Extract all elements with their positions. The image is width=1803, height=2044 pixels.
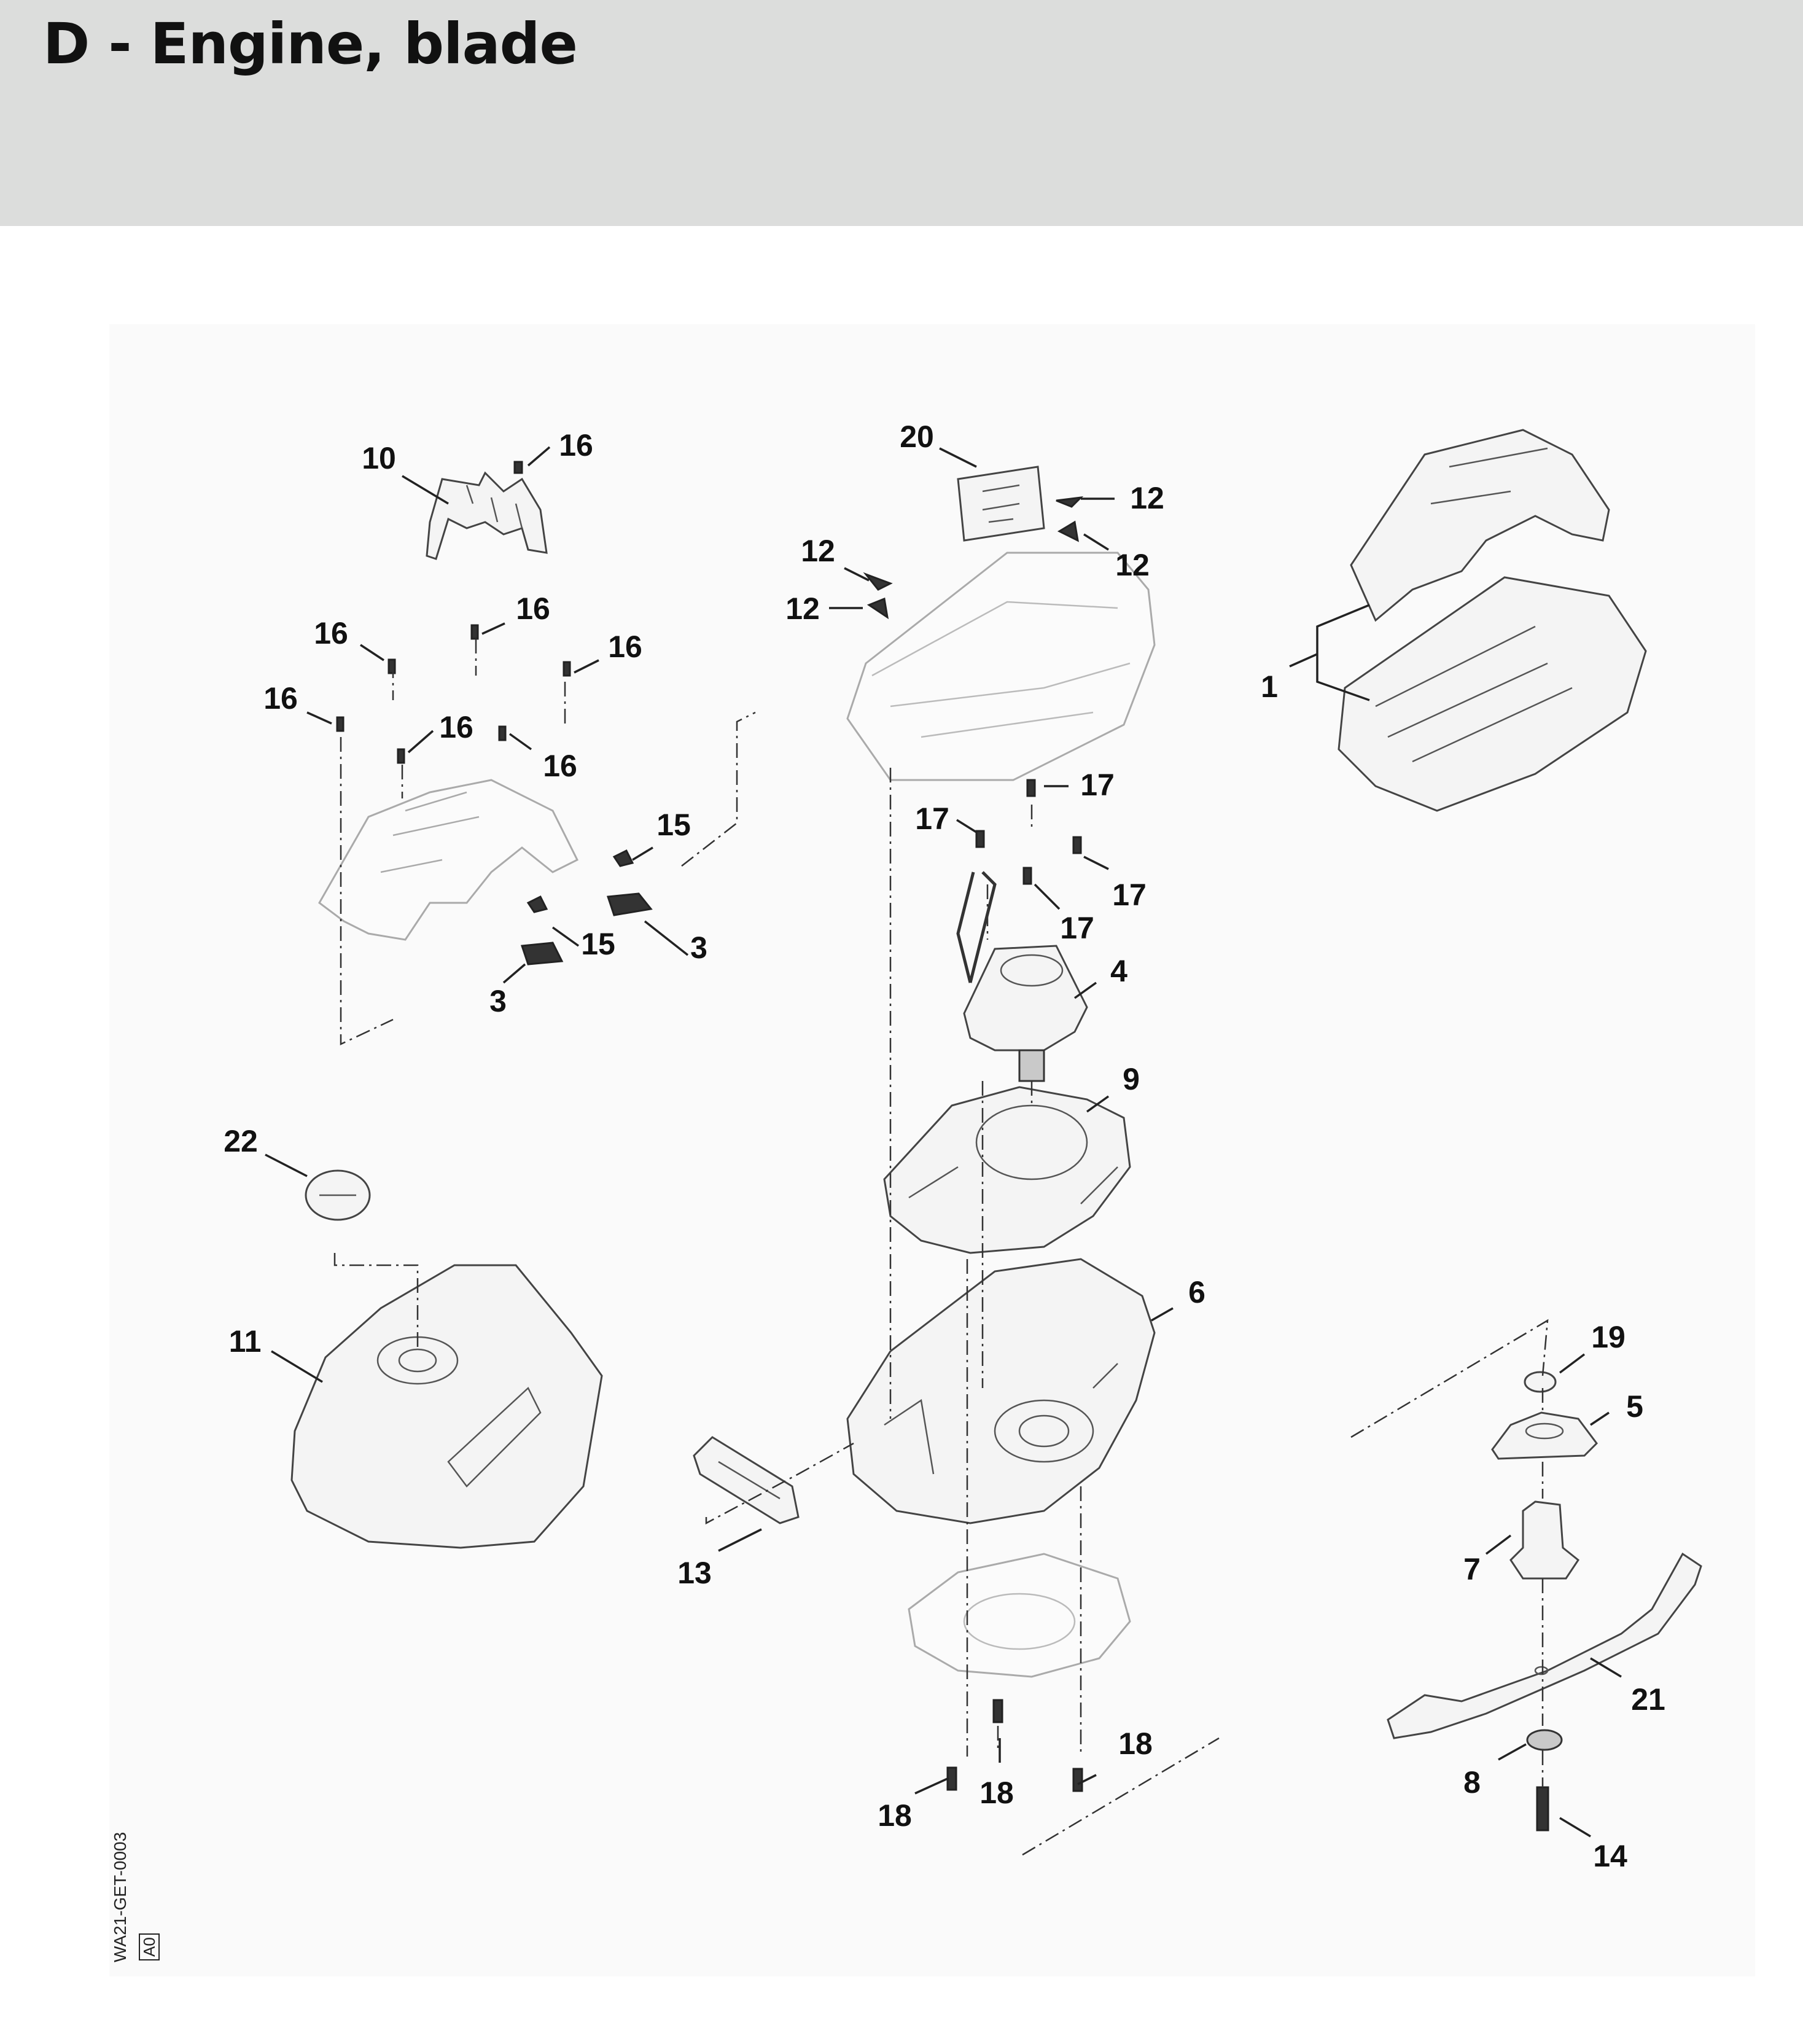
part-20-circuit-board <box>957 466 1045 542</box>
part-1-housing-assembly <box>1338 429 1647 812</box>
drawing-id: WA21-GET-0003 <box>111 1831 130 1962</box>
callout-8: 8 <box>1463 1765 1481 1800</box>
callout-12: 12 <box>1130 481 1164 515</box>
part-13-handle <box>693 1436 800 1524</box>
callout-6: 6 <box>1188 1275 1205 1309</box>
callout-21: 21 <box>1631 1682 1665 1717</box>
callout-16: 16 <box>263 681 298 716</box>
callout-16: 16 <box>516 591 550 626</box>
housing-top-cover-left <box>318 779 579 941</box>
part-9-motor-housing <box>883 1086 1131 1254</box>
callout-10: 10 <box>362 441 396 475</box>
callout-16: 16 <box>559 428 593 462</box>
part-4-motor <box>963 945 1088 1082</box>
page-title: D - Engine, blade <box>43 11 578 77</box>
part-11-hood <box>290 1264 603 1549</box>
callout-19: 19 <box>1591 1320 1626 1354</box>
callout-17: 17 <box>1060 911 1094 945</box>
part-10-cover-insert <box>426 471 548 560</box>
callout-14: 14 <box>1593 1839 1627 1873</box>
callout-11: 11 <box>228 1324 262 1359</box>
callout-7: 7 <box>1463 1552 1481 1586</box>
callout-12: 12 <box>1115 548 1150 582</box>
callout-18: 18 <box>979 1776 1014 1810</box>
callout-3: 3 <box>489 984 507 1018</box>
callout-15: 15 <box>581 927 615 961</box>
part-6-chassis <box>846 1258 1156 1524</box>
callout-15: 15 <box>656 808 691 842</box>
callout-16: 16 <box>543 749 577 783</box>
part-17-screws <box>975 779 1082 885</box>
callout-12: 12 <box>785 591 820 626</box>
drawing-revision: A0 <box>139 1933 160 1960</box>
callout-17: 17 <box>1080 768 1115 802</box>
part-21-blade <box>1387 1552 1702 1739</box>
callout-13: 13 <box>677 1556 712 1590</box>
part-12-clips <box>863 496 1084 620</box>
header-bar: D - Engine, blade <box>0 0 1803 226</box>
part-19-ring <box>1524 1371 1557 1393</box>
callout-1: 1 <box>1261 669 1278 704</box>
callout-17: 17 <box>915 802 949 836</box>
callout-4: 4 <box>1110 954 1127 988</box>
callout-12: 12 <box>801 534 835 568</box>
part-5-fan-wheel <box>1491 1411 1598 1460</box>
callout-20: 20 <box>900 419 934 454</box>
callout-3: 3 <box>690 930 707 965</box>
housing-top-ghost <box>846 552 1156 781</box>
callout-5: 5 <box>1626 1389 1643 1424</box>
callout-22: 22 <box>224 1124 258 1158</box>
chassis-underside-ghost <box>908 1553 1131 1678</box>
callout-9: 9 <box>1123 1062 1140 1096</box>
callout-18: 18 <box>1118 1726 1153 1761</box>
callout-16: 16 <box>314 616 348 650</box>
part-14-bolt <box>1536 1786 1549 1831</box>
part-7-blade-adapter <box>1509 1500 1580 1580</box>
leader-lines <box>265 446 1622 1838</box>
part-3-15-hinges <box>520 849 653 965</box>
callout-16: 16 <box>608 630 642 664</box>
callout-16: 16 <box>439 710 473 744</box>
callout-18: 18 <box>878 1798 912 1833</box>
part-18-screws <box>946 1699 1083 1792</box>
part-16-screws <box>336 461 571 764</box>
part-22-badge <box>305 1169 371 1221</box>
part-8-washer <box>1526 1729 1563 1751</box>
cable <box>956 871 997 983</box>
assembly-lines <box>333 639 1549 1856</box>
callout-17: 17 <box>1112 878 1147 912</box>
